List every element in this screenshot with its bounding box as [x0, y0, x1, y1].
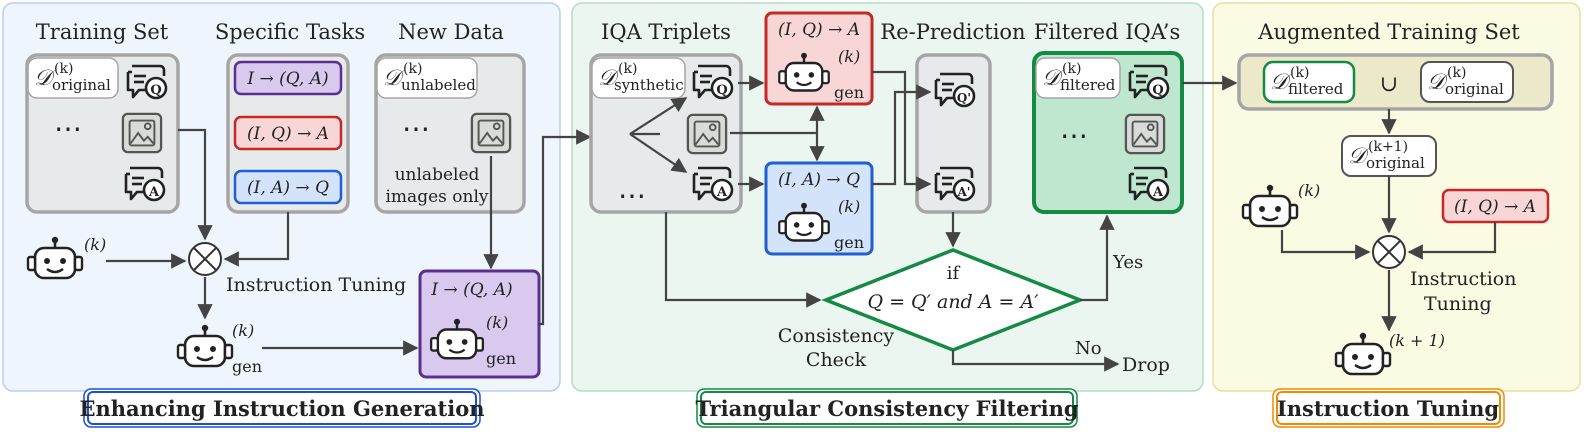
- right-robot-k: (k): [1298, 181, 1320, 200]
- filtered-q-glyph: Q: [1152, 83, 1163, 98]
- right-otimes-icon: [1372, 235, 1406, 269]
- d-original-sup: (k): [54, 61, 73, 77]
- training-set-label: Training Set: [36, 20, 169, 44]
- augmented-d-filtered-sub: filtered: [1288, 80, 1344, 98]
- next-d-symbol: 𝒟: [1348, 144, 1370, 169]
- next-d-sub: original: [1366, 154, 1425, 172]
- q-glyph: Q: [150, 83, 161, 98]
- right-instruction-label: Instruction: [1410, 268, 1516, 290]
- re-prediction-label: Re-Prediction: [880, 20, 1025, 44]
- right-tuning-label: Tuning: [1424, 293, 1492, 315]
- d-synthetic-sub: synthetic: [614, 76, 684, 94]
- d-original-symbol: 𝒟: [34, 66, 56, 91]
- answer-predictor-task: (I, Q) → A: [778, 20, 860, 40]
- d-filtered-symbol: 𝒟: [1042, 66, 1064, 91]
- synthetic-q-glyph: Q: [716, 83, 727, 98]
- task-iq-to-a-text: (I, Q) → A: [247, 124, 329, 144]
- task-i-to-qa-text: I → (Q, A): [246, 69, 328, 89]
- d-original-sub: original: [52, 76, 111, 94]
- next-robot-label: (k + 1): [1389, 331, 1445, 350]
- d-unlabeled-sup: (k): [403, 61, 422, 77]
- augmented-d-filtered-symbol: 𝒟: [1270, 70, 1292, 95]
- check-condition-text: Q = Q′ and A = A′: [867, 291, 1039, 313]
- d-unlabeled-sub: unlabeled: [401, 76, 476, 94]
- ellipsis: ⋯: [54, 112, 82, 145]
- new-data-label: New Data: [398, 20, 504, 44]
- d-filtered-sub: filtered: [1060, 76, 1116, 94]
- instruction-tuning-label: Instruction Tuning: [226, 274, 406, 296]
- augmented-d-filtered-tag: [1262, 60, 1356, 104]
- augmented-d-filtered-sup: (k): [1290, 65, 1309, 81]
- ellipsis-synthetic: ⋯: [618, 179, 646, 212]
- augmented-training-set-label: Augmented Training Set: [1257, 20, 1520, 44]
- ellipsis-filtered: ⋯: [1060, 119, 1088, 152]
- union-symbol: ∪: [1380, 72, 1398, 97]
- caption-instruction-tuning: Instruction Tuning: [1277, 396, 1499, 421]
- augmented-d-original-tag: [1420, 61, 1514, 103]
- a-prime-glyph: A': [957, 185, 971, 199]
- task-iq-to-a: [233, 115, 343, 151]
- right-task-text: (I, Q) → A: [1454, 197, 1536, 217]
- task-i-to-qa: [233, 60, 343, 96]
- next-d-sup: (k+1): [1368, 139, 1408, 155]
- question-predictor-task: (I, A) → Q: [778, 170, 860, 190]
- image-icon: [121, 112, 163, 154]
- d-unlabeled-symbol: 𝒟: [383, 66, 405, 91]
- robot-k-label: (k): [84, 235, 106, 254]
- generator-task: I → (Q, A): [430, 280, 512, 300]
- filtered-iqas-label: Filtered IQA’s: [1034, 20, 1181, 44]
- synthetic-a-glyph: A: [716, 185, 728, 200]
- ellipsis-new-data: ⋯: [402, 112, 430, 145]
- unlabeled-note-line2: images only: [386, 187, 489, 207]
- answer-predictor-sup: (k): [838, 47, 860, 66]
- image-icon-unlabeled: [470, 112, 512, 154]
- check-label: Check: [806, 349, 867, 371]
- robot-gen-sub: gen: [232, 357, 262, 376]
- d-original-tag: [27, 57, 119, 99]
- q-prime-glyph: Q': [957, 91, 971, 105]
- d-filtered-tag: [1035, 57, 1121, 99]
- d-synthetic-symbol: 𝒟: [598, 66, 620, 91]
- augmented-d-original-sup: (k): [1447, 65, 1466, 81]
- generator-sup: (k): [486, 313, 508, 332]
- filtered-a-glyph: A: [1152, 185, 1164, 200]
- caption-enhancing-instruction-generation: Enhancing Instruction Generation: [80, 396, 485, 421]
- task-ia-to-q-text: (I, A) → Q: [247, 178, 329, 198]
- generator-sub: gen: [486, 349, 516, 368]
- answer-predictor-sub: gen: [834, 83, 864, 102]
- d-filtered-sup: (k): [1062, 61, 1081, 77]
- filtered-image-icon: [1124, 113, 1166, 155]
- question-predictor-sub: gen: [834, 233, 864, 252]
- augmented-d-original-symbol: 𝒟: [1427, 70, 1449, 95]
- augmented-d-original-sub: original: [1445, 80, 1504, 98]
- no-label: No: [1075, 338, 1102, 359]
- consistency-label: Consistency: [778, 325, 895, 347]
- unlabeled-note-line1: unlabeled: [395, 165, 480, 185]
- check-if-text: if: [947, 263, 961, 284]
- d-synthetic-sup: (k): [618, 61, 637, 77]
- drop-label: Drop: [1122, 354, 1170, 376]
- question-predictor-sup: (k): [838, 197, 860, 216]
- d-unlabeled-tag: [376, 57, 478, 99]
- d-synthetic-tag: [591, 57, 686, 99]
- caption-triangular-consistency-filtering: Triangular Consistency Filtering: [695, 396, 1078, 421]
- instruction-tuning-otimes-icon: [188, 242, 222, 276]
- specific-tasks-label: Specific Tasks: [215, 20, 365, 44]
- task-ia-to-q: [233, 169, 343, 205]
- robot-gen-sup: (k): [232, 321, 254, 340]
- a-glyph: A: [148, 185, 160, 200]
- synthetic-image-icon: [686, 113, 728, 155]
- yes-label: Yes: [1112, 252, 1143, 273]
- iqa-triplets-label: IQA Triplets: [601, 20, 731, 44]
